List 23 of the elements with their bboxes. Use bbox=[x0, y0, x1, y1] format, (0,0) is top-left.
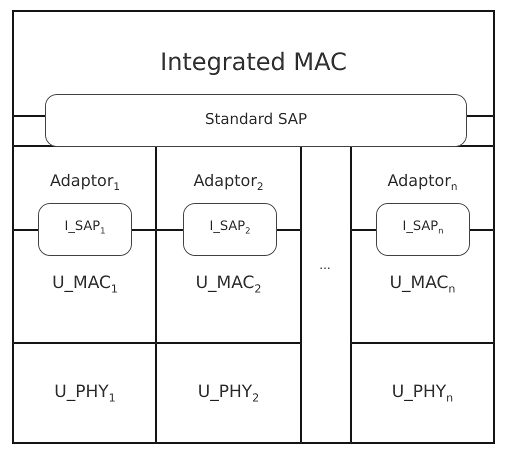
node-label: I_SAP$_{n}$ bbox=[402, 219, 444, 236]
node-label: U_PHY$_{1}$ bbox=[53, 382, 117, 404]
node-label: Adaptor$_{1}$ bbox=[48, 171, 122, 194]
node-label: Adaptor$_{2}$ bbox=[192, 171, 265, 194]
interface-box bbox=[38, 203, 132, 256]
node-label: U_PHY$_{2}$ bbox=[196, 382, 260, 404]
node-label: U_MAC$_{n}$ bbox=[388, 273, 456, 296]
node-label: Adaptor$_{n}$ bbox=[386, 171, 458, 194]
interface-box bbox=[183, 203, 277, 256]
node-label: Standard SAP bbox=[204, 110, 308, 128]
node-label: U_MAC$_{2}$ bbox=[194, 273, 262, 296]
node-label: I_SAP$_{2}$ bbox=[208, 219, 252, 236]
column-box bbox=[155, 145, 302, 344]
node-label: U_PHY$_{n}$ bbox=[390, 382, 454, 404]
node-label: I_SAP$_{1}$ bbox=[64, 219, 106, 236]
interface-box bbox=[45, 94, 467, 147]
layer-box bbox=[155, 342, 302, 444]
ellipsis-label: ... bbox=[318, 258, 332, 272]
node-label: Integrated MAC bbox=[159, 48, 348, 76]
outer-frame bbox=[12, 10, 495, 444]
interface-box bbox=[376, 203, 470, 256]
column-box bbox=[350, 145, 495, 344]
node-label: U_MAC$_{1}$ bbox=[51, 273, 119, 296]
